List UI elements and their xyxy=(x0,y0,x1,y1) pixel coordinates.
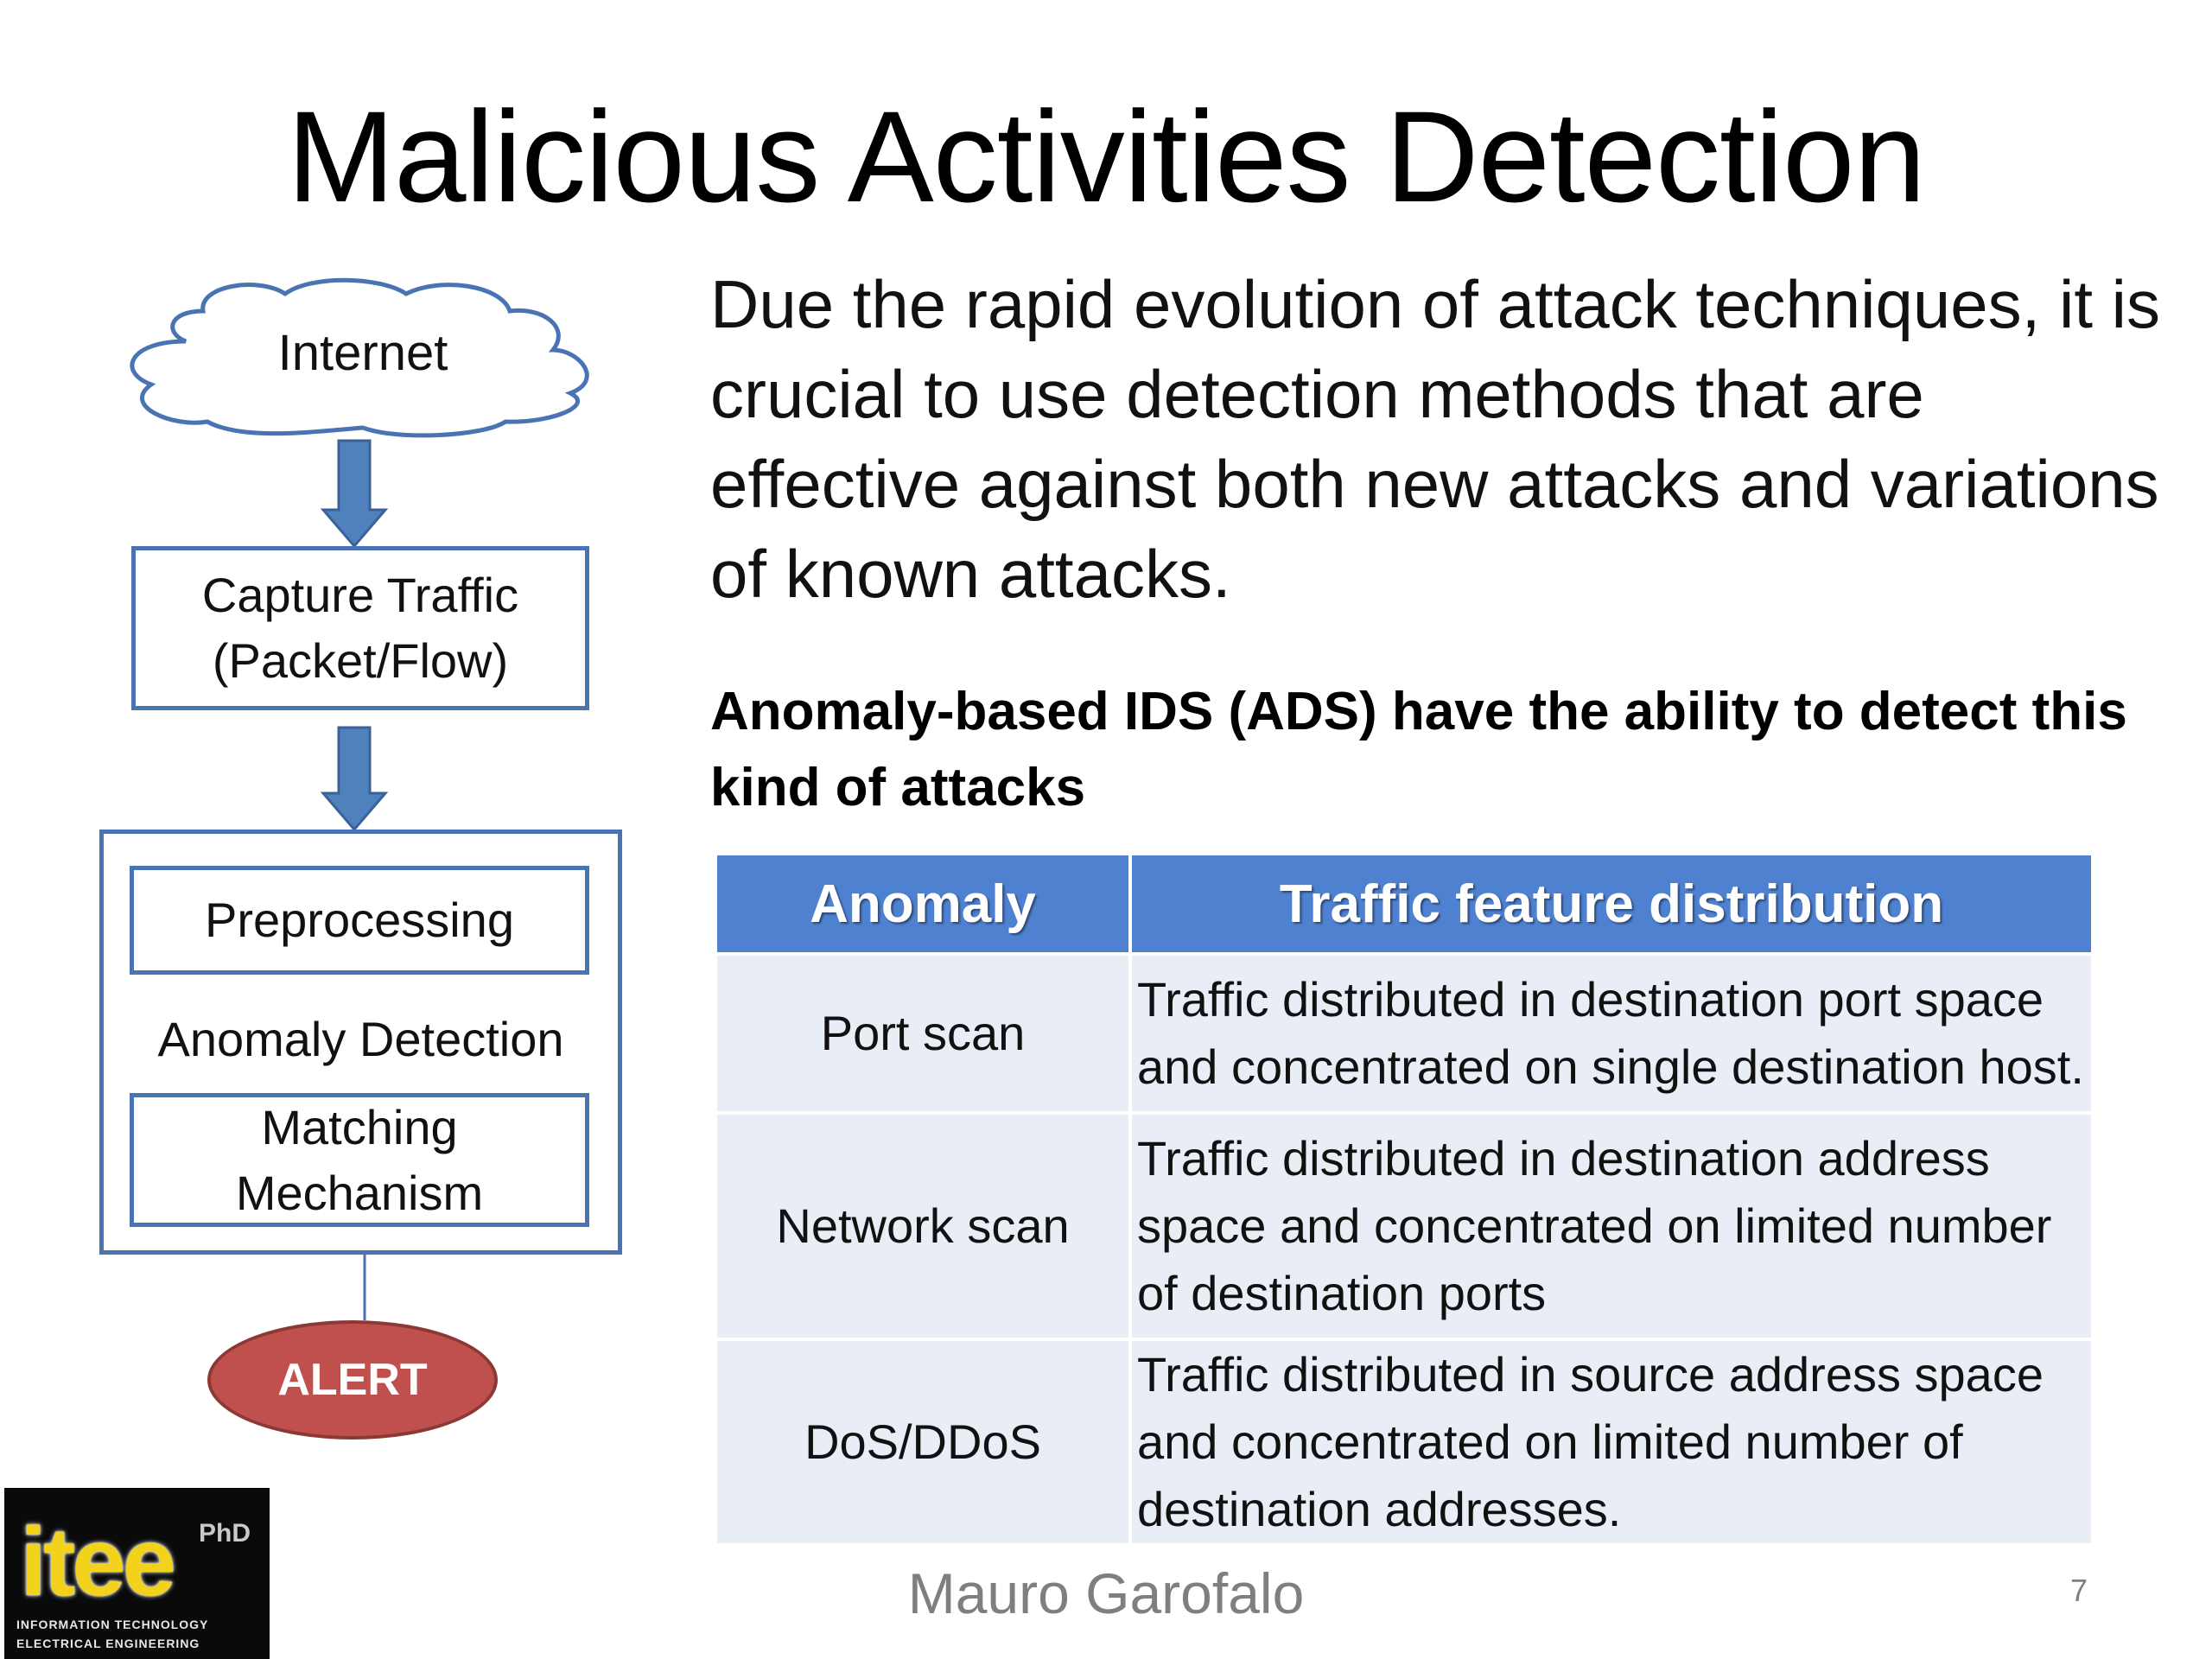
internet-cloud-shape xyxy=(130,277,589,438)
arrow-down-icon xyxy=(320,726,389,832)
anomaly-cell: DoS/DDoS xyxy=(717,1338,1132,1543)
anomaly-detection-container xyxy=(99,830,622,1255)
distribution-cell: Traffic distributed in destination addre… xyxy=(1130,1111,2094,1339)
logo-itee-text: itee xyxy=(20,1508,176,1616)
matching-line1: Matching xyxy=(261,1099,458,1154)
arrow-down-icon xyxy=(320,439,389,549)
matching-mechanism-box: Matching Mechanism xyxy=(130,1093,589,1227)
detection-flow-diagram: Internet Capture Traffic (Packet/Flow) P… xyxy=(0,0,691,1659)
alert-ellipse: ALERT xyxy=(207,1320,498,1440)
capture-traffic-line2: (Packet/Flow) xyxy=(212,633,509,688)
alert-label: ALERT xyxy=(277,1355,428,1405)
page-number: 7 xyxy=(2070,1573,2088,1608)
diagram-connectors xyxy=(130,277,589,1320)
table-header-row: Anomaly Traffic feature distribution xyxy=(717,855,2094,954)
table-row: Port scan Traffic distributed in destina… xyxy=(717,952,2094,1113)
logo-subtitle-line1: INFORMATION TECHNOLOGY xyxy=(16,1618,209,1631)
capture-traffic-box: Capture Traffic (Packet/Flow) xyxy=(131,546,589,710)
capture-traffic-line1: Capture Traffic xyxy=(201,568,519,623)
intro-paragraph: Due the rapid evolution of attack techni… xyxy=(710,266,2160,612)
table-row: Network scan Traffic distributed in dest… xyxy=(717,1111,2094,1339)
footer-author: Mauro Garofalo xyxy=(907,1561,1305,1625)
header-traffic-feature-distribution: Traffic feature distribution xyxy=(1130,855,2094,954)
preprocessing-label: Preprocessing xyxy=(205,893,514,948)
anomaly-cell: Port scan xyxy=(717,952,1132,1113)
logo-subtitle-line2: ELECTRICAL ENGINEERING xyxy=(16,1637,200,1650)
distribution-cell: Traffic distributed in source address sp… xyxy=(1130,1338,2094,1543)
anomaly-detection-label: Anomaly Detection xyxy=(157,1012,564,1066)
internet-label: Internet xyxy=(277,325,448,381)
ads-note: Anomaly-based IDS (ADS) have the ability… xyxy=(710,682,2127,817)
preprocessing-box: Preprocessing xyxy=(130,866,589,975)
matching-line2: Mechanism xyxy=(235,1165,484,1220)
slide-title: Malicious Activities Detection xyxy=(287,84,1926,229)
distribution-cell: Traffic distributed in destination port … xyxy=(1130,952,2094,1113)
anomaly-cell: Network scan xyxy=(717,1111,1132,1339)
header-anomaly: Anomaly xyxy=(717,855,1132,954)
anomaly-table: Anomaly Traffic feature distribution Por… xyxy=(717,855,2094,1543)
logo-phd-text: PhD xyxy=(199,1519,251,1548)
itee-phd-logo: PhD itee INFORMATION TECHNOLOGY ELECTRIC… xyxy=(4,1488,270,1659)
table-row: DoS/DDoS Traffic distributed in source a… xyxy=(717,1338,2094,1543)
